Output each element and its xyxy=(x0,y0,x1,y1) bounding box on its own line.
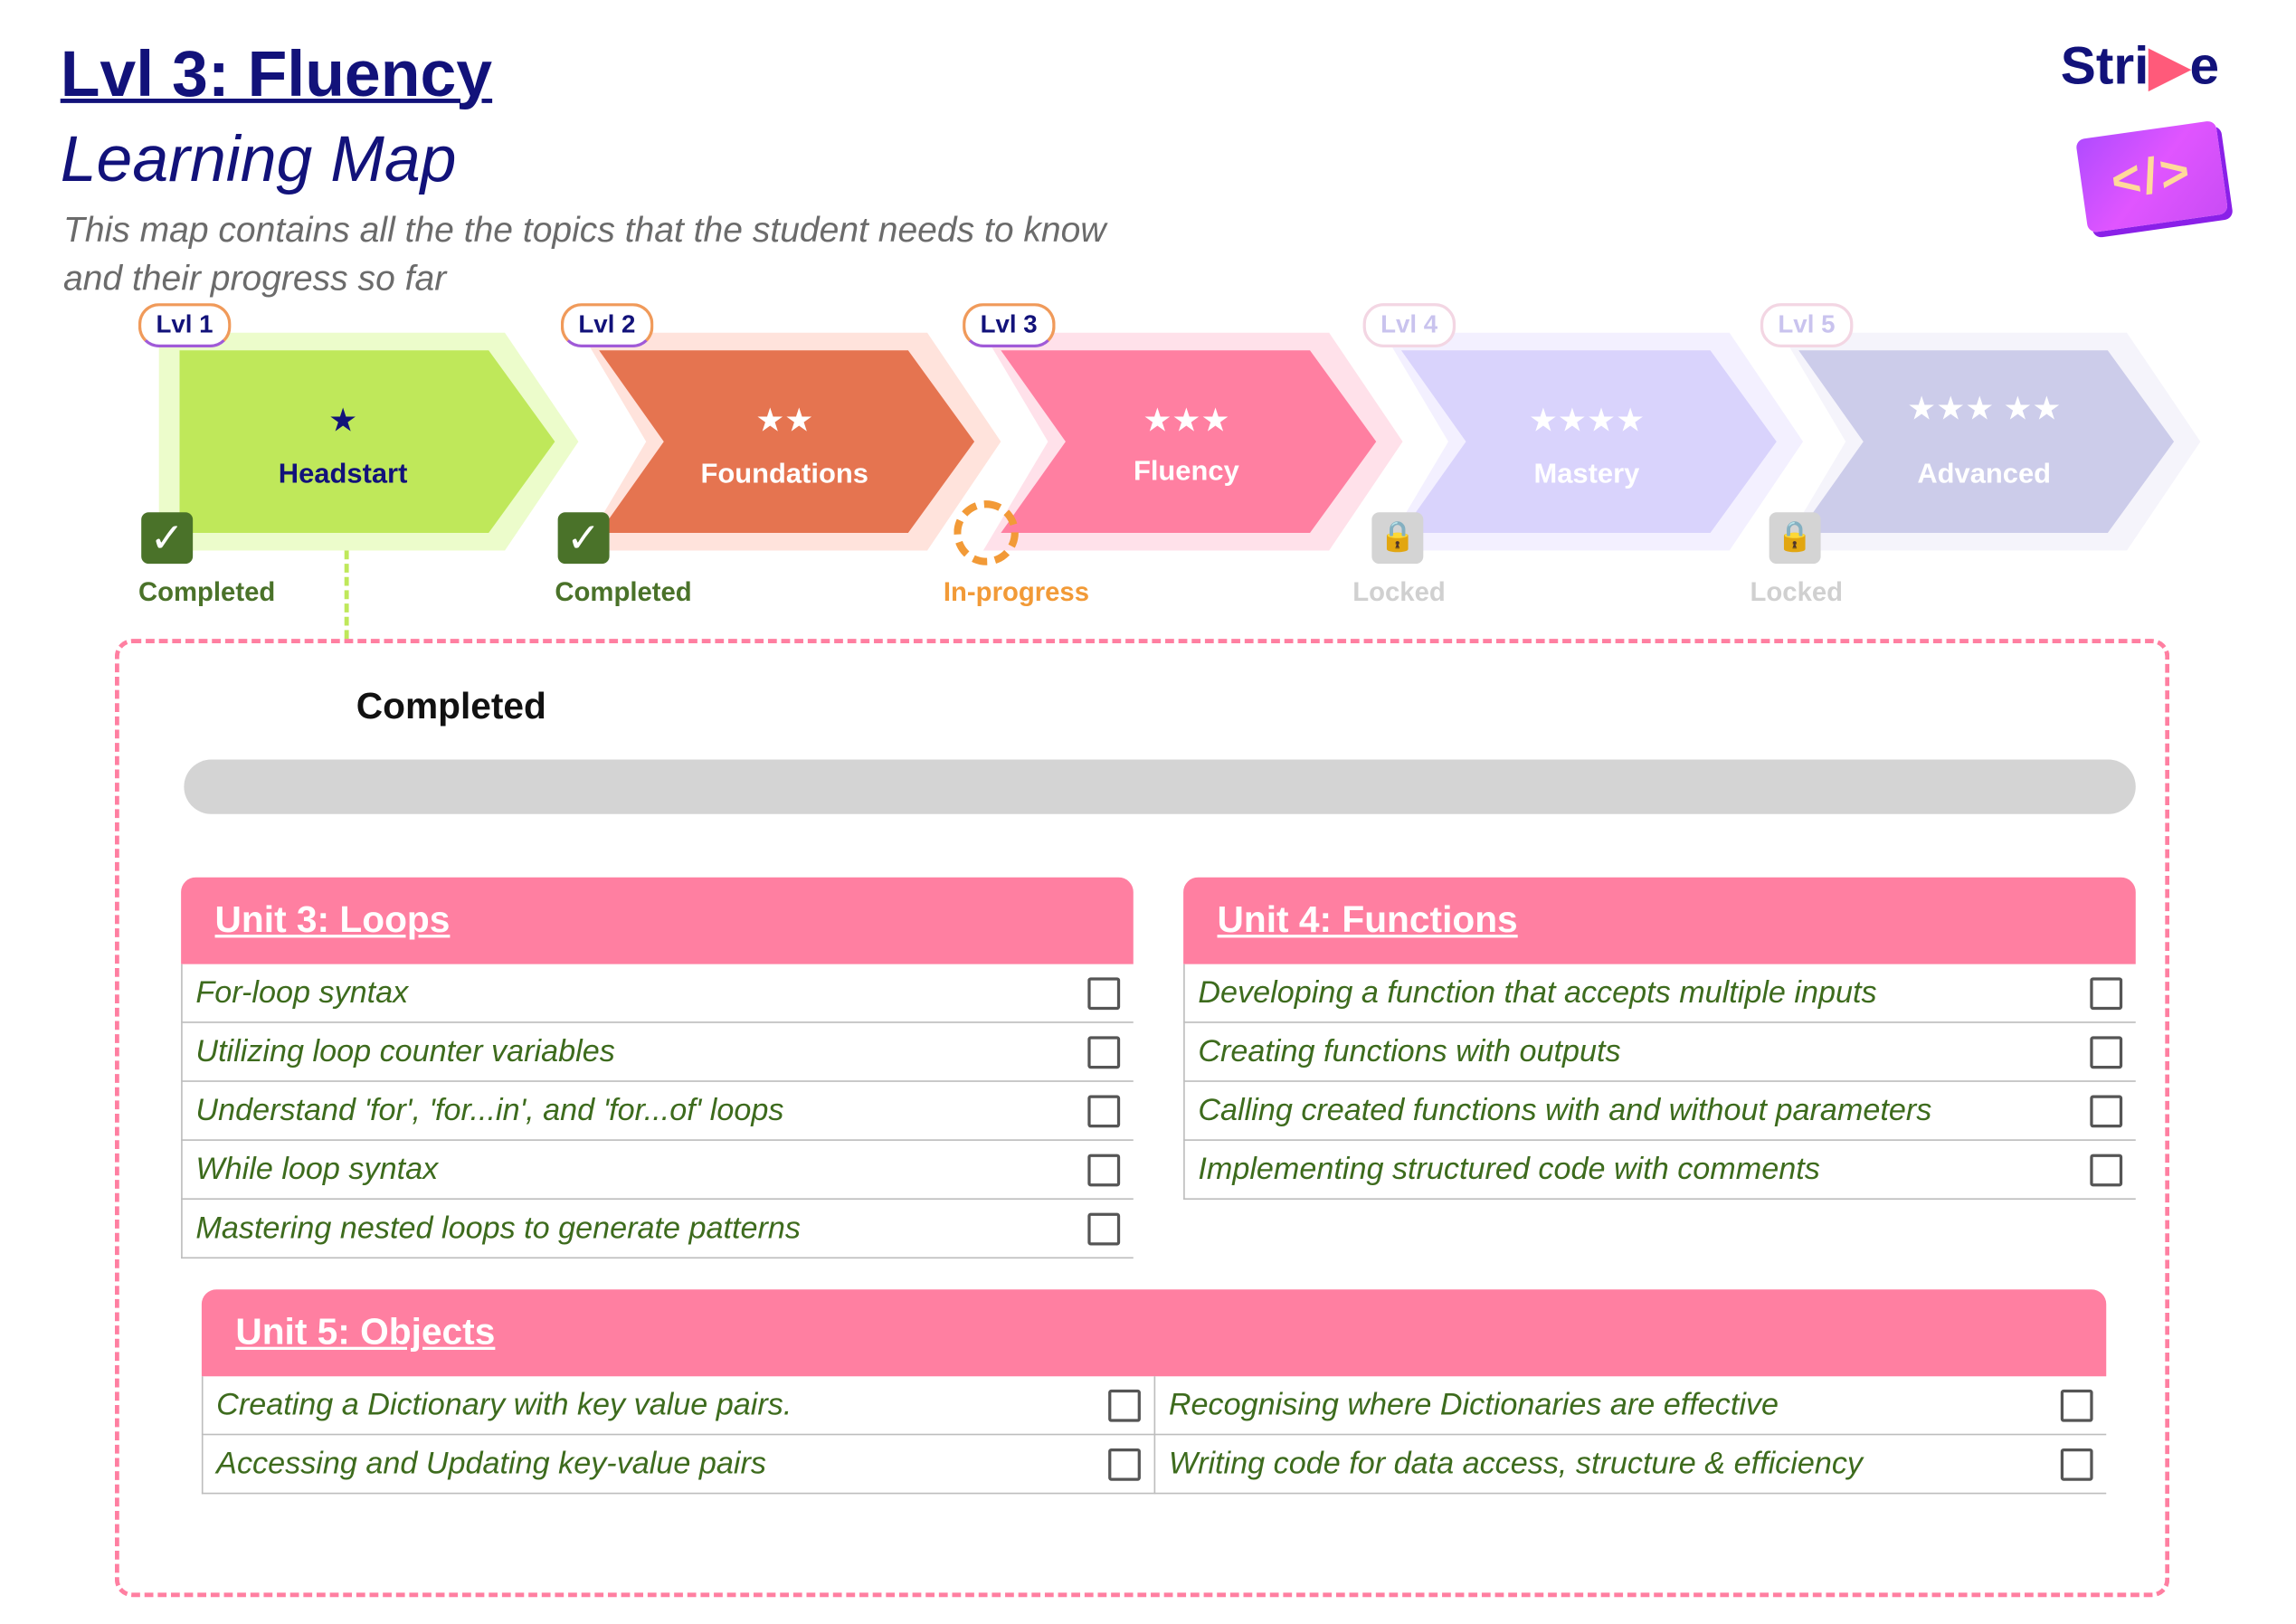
topic-item: Understand 'for', 'for...in', and 'for..… xyxy=(181,1081,1134,1141)
topic-item: For-loop syntax xyxy=(181,964,1134,1023)
level-status: Completed xyxy=(555,576,692,607)
topic-item: Utilizing loop counter variables xyxy=(181,1022,1134,1082)
level-chevrons xyxy=(158,332,2201,551)
topic-label: While loop syntax xyxy=(195,1152,439,1186)
topic-checkbox[interactable] xyxy=(1087,1035,1121,1068)
level-name[interactable]: Advanced xyxy=(1917,459,2052,490)
unit-header: Unit 3: Loops xyxy=(181,877,1134,964)
lock-icon: 🔒 xyxy=(1371,512,1424,565)
lock-icon: 🔒 xyxy=(1769,512,1821,565)
stride-logo: Stri▶e xyxy=(2061,35,2219,97)
unit-title: Unit 5: Objects xyxy=(235,1311,496,1353)
topic-item: Recognising where Dictionaries are effec… xyxy=(1153,1376,2107,1436)
topic-item: Writing code for data access, structure … xyxy=(1153,1435,2107,1495)
code-brackets-icon: </> xyxy=(2075,119,2229,233)
topic-item: Creating functions with outputs xyxy=(1183,1022,2136,1082)
chevron-inner xyxy=(599,350,975,533)
topic-checkbox[interactable] xyxy=(2060,1389,2093,1421)
topic-checkbox[interactable] xyxy=(2090,1035,2123,1068)
topic-label: Creating functions with outputs xyxy=(1198,1033,1621,1068)
level-name[interactable]: Headstart xyxy=(278,459,408,490)
unit-title: Unit 3: Loops xyxy=(214,899,451,941)
topic-checkbox[interactable] xyxy=(1087,1211,1121,1245)
progress-label: Completed xyxy=(356,686,546,727)
topic-item: Creating a Dictionary with key value pai… xyxy=(201,1376,1154,1436)
progress-bar xyxy=(184,759,2136,814)
star-rating-icon: ★★★ xyxy=(1143,402,1230,439)
topic-item: While loop syntax xyxy=(181,1140,1134,1201)
topic-label: For-loop syntax xyxy=(195,974,409,1010)
level-name[interactable]: Foundations xyxy=(700,459,868,490)
level-badge: Lvl 5 xyxy=(1760,303,1853,347)
spinner-icon xyxy=(954,500,1019,565)
topic-checkbox[interactable] xyxy=(1087,1153,1121,1186)
page-subtitle: Learning Map xyxy=(60,123,457,196)
chevron-inner xyxy=(179,350,555,533)
level-badge: Lvl 4 xyxy=(1362,303,1456,347)
chevron-inner xyxy=(1798,350,2175,533)
topic-checkbox[interactable] xyxy=(1087,1094,1121,1127)
topic-checkbox[interactable] xyxy=(1108,1448,1141,1480)
topic-label: Implementing structured code with commen… xyxy=(1198,1152,1820,1186)
star-rating-icon: ★ xyxy=(328,402,358,439)
unit-items: Developing a function that accepts multi… xyxy=(1183,964,2136,1201)
topic-checkbox[interactable] xyxy=(2090,976,2123,1010)
topic-label: Calling created functions with and witho… xyxy=(1198,1093,1932,1127)
chevron-inner xyxy=(1001,350,1377,533)
topic-label: Accessing and Updating key-value pairs xyxy=(216,1446,766,1480)
topic-label: Writing code for data access, structure … xyxy=(1168,1446,1864,1480)
topic-item: Calling created functions with and witho… xyxy=(1183,1081,2136,1141)
topic-label: Utilizing loop counter variables xyxy=(195,1033,615,1068)
unit-items: Creating a Dictionary with key value pai… xyxy=(201,1376,2107,1495)
unit-header: Unit 4: Functions xyxy=(1183,877,2136,964)
topic-item: Mastering nested loops to generate patte… xyxy=(181,1200,1134,1259)
check-icon: ✓ xyxy=(557,512,610,565)
star-rating-icon: ★★★★ xyxy=(1528,402,1646,439)
unit-header: Unit 5: Objects xyxy=(201,1289,2107,1377)
page-description: This map contains all the the topics tha… xyxy=(62,210,1106,299)
topic-checkbox[interactable] xyxy=(1108,1389,1141,1421)
star-rating-icon: ★★ xyxy=(755,402,814,439)
topic-item: Implementing structured code with commen… xyxy=(1183,1140,2136,1201)
logo-text-b: e xyxy=(2189,35,2220,96)
check-icon: ✓ xyxy=(141,512,194,565)
topic-checkbox[interactable] xyxy=(1087,976,1121,1010)
star-rating-icon: ★★★ ★★ xyxy=(1906,390,2062,427)
unit-functions: Unit 4: Functions Developing a function … xyxy=(1183,877,2136,1201)
topic-checkbox[interactable] xyxy=(2090,1153,2123,1186)
topic-checkbox[interactable] xyxy=(2090,1094,2123,1127)
level-status: Completed xyxy=(138,576,276,607)
unit-title: Unit 4: Functions xyxy=(1217,899,1518,941)
level-name[interactable]: Mastery xyxy=(1533,459,1640,490)
logo-text-a: Stri xyxy=(2060,35,2149,96)
level-status: Locked xyxy=(1352,576,1446,607)
level-badge: Lvl 3 xyxy=(963,303,1056,347)
topic-label: Mastering nested loops to generate patte… xyxy=(195,1211,801,1245)
topic-item: Developing a function that accepts multi… xyxy=(1183,964,2136,1023)
topic-label: Recognising where Dictionaries are effec… xyxy=(1168,1387,1779,1421)
topic-label: Understand 'for', 'for...in', and 'for..… xyxy=(195,1093,784,1127)
connector-line xyxy=(344,550,349,640)
unit-objects: Unit 5: Objects Creating a Dictionary wi… xyxy=(201,1289,2107,1495)
level-name[interactable]: Fluency xyxy=(1133,456,1239,488)
page-title: Lvl 3: Fluency xyxy=(60,38,493,111)
play-arrow-icon: ▶ xyxy=(2149,35,2190,96)
topic-label: Creating a Dictionary with key value pai… xyxy=(216,1387,792,1421)
topic-checkbox[interactable] xyxy=(2060,1448,2093,1480)
level-details-panel xyxy=(114,639,2170,1598)
level-status: In-progress xyxy=(943,576,1090,607)
topic-item: Accessing and Updating key-value pairs xyxy=(201,1435,1154,1495)
level-badge: Lvl 2 xyxy=(560,303,653,347)
chevron-inner xyxy=(1400,350,1777,533)
level-status: Locked xyxy=(1750,576,1844,607)
level-badge: Lvl 1 xyxy=(138,303,232,347)
topic-label: Developing a function that accepts multi… xyxy=(1198,974,1877,1010)
